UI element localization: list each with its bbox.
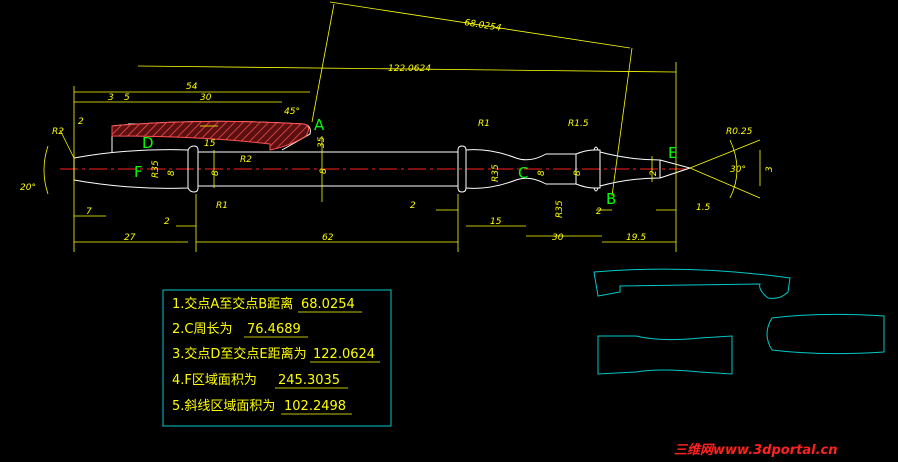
dim-3: 3 — [108, 93, 114, 103]
dim-19-5: 19.5 — [626, 233, 646, 243]
region-f-shape — [766, 313, 885, 355]
dim-8-c: 8 — [211, 170, 221, 176]
dim-27: 27 — [124, 233, 136, 243]
dim-35-a: 35 — [317, 136, 327, 148]
dim-2-top: 2 — [78, 117, 84, 127]
result-row-3-value: 122.0624 — [313, 347, 375, 362]
result-row-5-value: 102.2498 — [284, 399, 346, 414]
dim-3-right: 3 — [765, 166, 775, 172]
point-label-d: D — [142, 134, 154, 152]
dim-r0-25: R0.25 — [726, 127, 753, 137]
result-row-1-value: 68.0254 — [301, 297, 355, 312]
dim-5: 5 — [124, 93, 130, 103]
dim-30-b: 30 — [552, 233, 564, 243]
watermark: 三维网www.3dportal.cn — [674, 442, 837, 458]
result-row-4-label: 4.F区域面积为 — [172, 373, 257, 388]
dim-15: 15 — [204, 139, 216, 149]
dim-8-b: 8 — [167, 170, 177, 176]
dim-de-distance: 122.0624 — [388, 64, 431, 74]
results-table: 1.交点A至交点B距离 68.0254 2.C周长为 76.4689 3.交点D… — [162, 289, 392, 427]
point-label-c: C — [518, 164, 528, 182]
dim-r1-top: R1 — [478, 119, 490, 129]
dim-30-angle: 30° — [730, 165, 746, 175]
result-row-4-value: 245.3035 — [278, 373, 340, 388]
dim-30: 30 — [200, 93, 212, 103]
dimension-texts: 68.0254 122.0624 54 30 3 5 2 45° R2 R2 1… — [20, 18, 775, 243]
dim-7: 7 — [86, 207, 92, 217]
dim-r2-left: R2 — [52, 127, 64, 137]
dim-1-5: 1.5 — [696, 203, 711, 213]
point-label-a: A — [314, 116, 325, 134]
result-row-2-label: 2.C周长为 — [172, 322, 232, 337]
dim-r1-bottom: R1 — [216, 201, 228, 211]
dim-8-a: 8 — [319, 168, 329, 174]
dim-r35-a: R35 — [151, 160, 161, 178]
result-row-1-label: 1.交点A至交点B距离 — [172, 296, 293, 312]
result-row-2-value: 76.4689 — [247, 322, 301, 337]
hatched-region-shape — [593, 268, 791, 299]
dim-2-right: 2 — [649, 170, 659, 176]
result-row-5-label: 5.斜线区域面积为 — [172, 399, 275, 414]
point-labels: A B C D E F — [134, 116, 677, 208]
region-c-shape — [597, 335, 733, 375]
dimension-lines — [43, 1, 761, 252]
dim-r2-mid: R2 — [240, 155, 252, 165]
region-shapes — [593, 268, 885, 375]
dim-r35-b: R35 — [491, 164, 501, 182]
dim-45-angle: 45° — [284, 107, 300, 117]
dim-2-b: 2 — [410, 201, 416, 211]
dim-2-c: 2 — [596, 207, 602, 217]
dim-62: 62 — [322, 233, 334, 243]
dim-20-angle: 20° — [20, 183, 36, 193]
dim-ab-distance: 68.0254 — [464, 18, 503, 34]
dim-54: 54 — [186, 82, 198, 92]
hatched-region — [111, 120, 310, 151]
dim-8-d: 8 — [537, 170, 547, 176]
dim-r35-c: R35 — [555, 200, 565, 218]
point-label-e: E — [668, 144, 677, 162]
result-row-3-label: 3.交点D至交点E距离为 — [172, 346, 307, 362]
dim-8-e: 8 — [573, 170, 583, 176]
point-label-b: B — [606, 190, 616, 208]
point-label-f: F — [134, 163, 143, 181]
dim-2-a: 2 — [164, 217, 170, 227]
dim-r1-5: R1.5 — [568, 119, 589, 129]
dim-15-a: 15 — [490, 217, 502, 227]
